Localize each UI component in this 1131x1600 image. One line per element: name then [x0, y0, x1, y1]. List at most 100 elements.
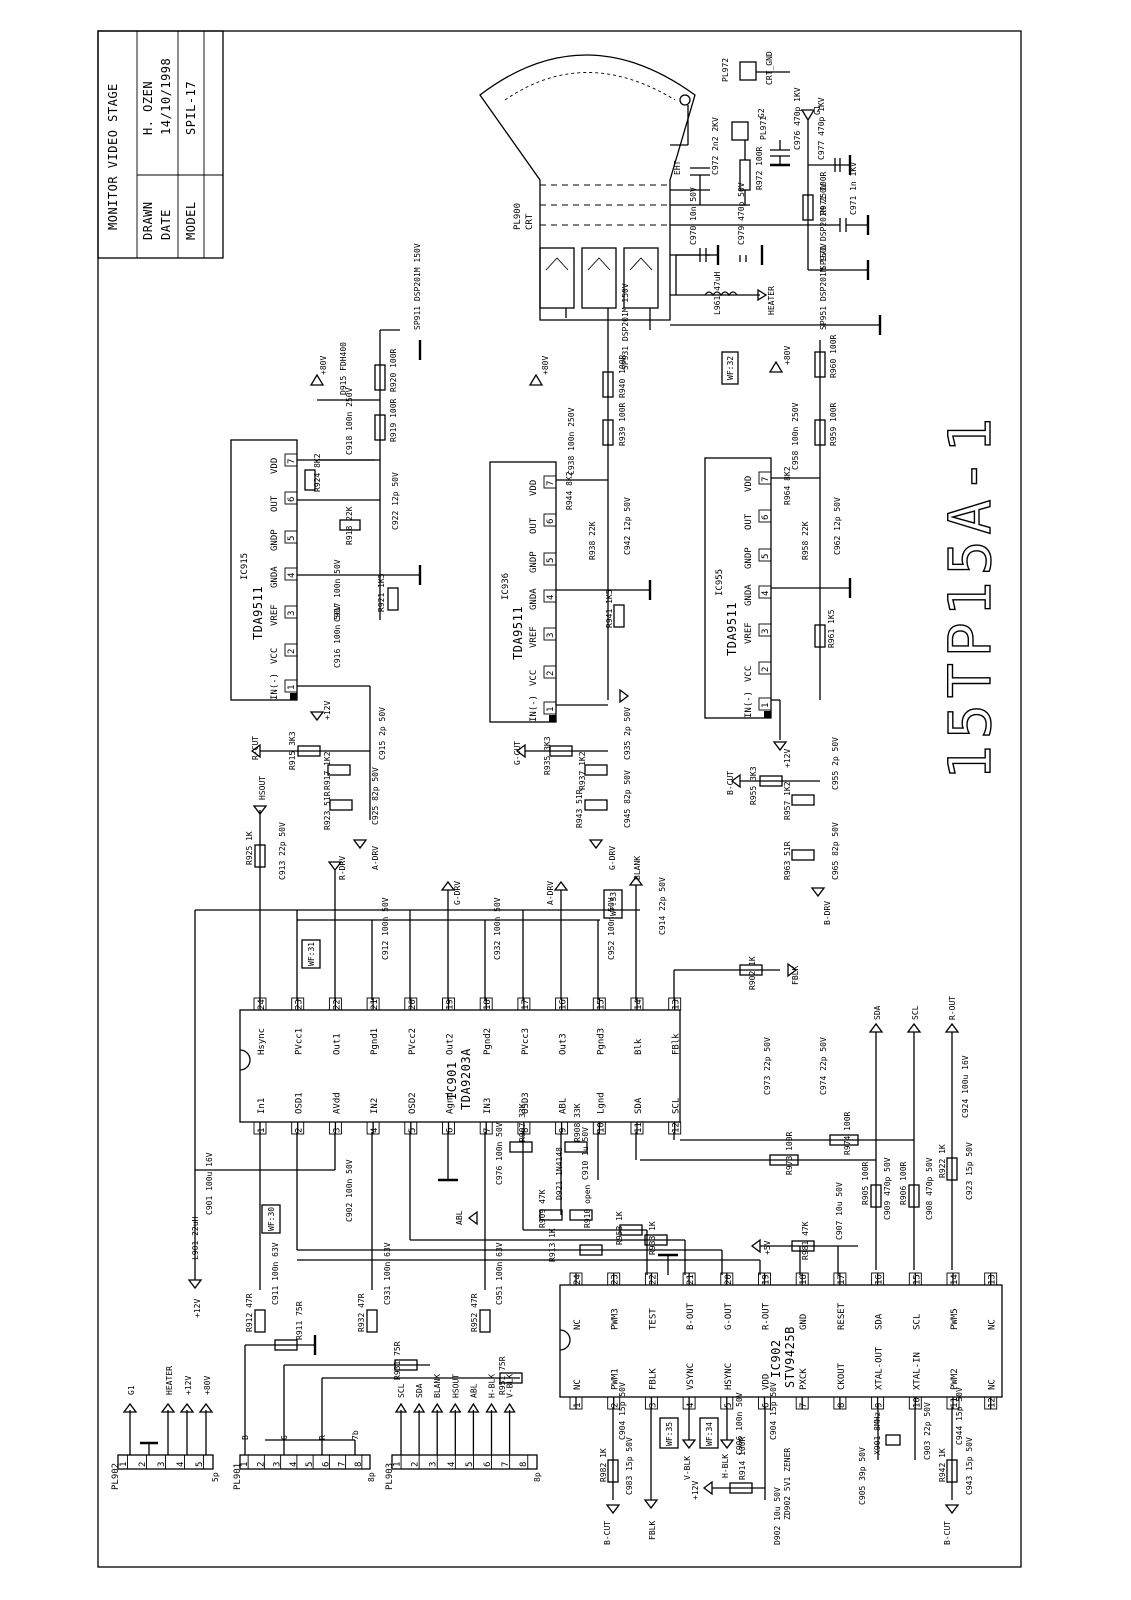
connector-pin-number: 5 [195, 1462, 205, 1467]
amp-pin-name: OUT [529, 517, 539, 534]
pl903-signal-arrow [431, 1402, 444, 1413]
ic901-pin-number: 6 [446, 1128, 456, 1133]
connector-pin-number: 4 [447, 1462, 457, 1467]
sheet-border [97, 30, 1022, 1568]
ic902-pin-number: 7 [799, 1403, 809, 1408]
ic901-pin-number: 13 [672, 999, 682, 1010]
amp-pin-number: 4 [761, 591, 771, 596]
amp-pin-name: GNDP [744, 547, 754, 569]
ic901-pin-name: AVdd [332, 1092, 342, 1114]
amp-pin-number: 2 [546, 671, 556, 676]
ic901-pin-number: 8 [521, 1128, 531, 1133]
amp-pin-name: GNDA [270, 566, 280, 588]
c935-label: C935 2p 50V [623, 707, 632, 760]
r919-label: R919 100R [389, 398, 398, 442]
c983-label: C983 15p 50V [625, 1437, 634, 1495]
r963-label: R963 51R [783, 841, 792, 880]
ic901-pin-number: 17 [521, 999, 531, 1010]
amp-pin-number: 6 [546, 519, 556, 524]
r905-label: R905 100R [861, 1161, 870, 1205]
amp-pin-name: OUT [744, 513, 754, 530]
heater-label: HEATER [767, 286, 776, 315]
ic902-pin-number: 1 [573, 1403, 583, 1408]
c915-label: C915 2p 50V [378, 707, 387, 760]
c903-label: C903 22p 50V [923, 1402, 932, 1460]
ic902-pin-number: 14 [950, 1274, 960, 1285]
model-value: SPIL-17 [184, 81, 198, 135]
ic901-part: TDA9203A [459, 1048, 473, 1110]
amp-ic955: IC955 TDA9511 1IN(-)2VCC3VREF4GNDA5GNDP6… [704, 457, 772, 719]
l961-label: L961 47uH [713, 271, 722, 315]
ic901-pin-number: 23 [295, 999, 305, 1010]
ic902-pin-name: SCL [912, 1314, 922, 1330]
sp911-label: SP911 DSP201M 150V [413, 243, 422, 330]
ic901-pin-name: OSD3 [521, 1092, 531, 1114]
ic902-pin-number: 17 [837, 1274, 847, 1285]
r932-label: R932 47R [357, 1293, 366, 1332]
amp-pin-name: VREF [529, 626, 539, 648]
c905-label: C905 39p 50V [858, 1447, 867, 1505]
c944-label: C944 15p 50V [955, 1387, 964, 1445]
ic901: IC901 TDA9203A 1In12OSD13AVdd4IN25OSD26A… [239, 997, 682, 1135]
ic902-pin-name: NC [573, 1319, 583, 1330]
ic902-pin-name: RESET [837, 1302, 847, 1330]
ic902-pin-number: 10 [912, 1397, 922, 1408]
sp931-label: SP931 DSP201M 150V [621, 283, 630, 370]
pl972-label: PL972 [721, 58, 730, 82]
c916-label: C916 100n 50V [333, 605, 342, 668]
r911-label: R911 75R [295, 1301, 304, 1340]
ic902-pin-number: 16 [875, 1274, 885, 1285]
connector-pin-number: 5 [305, 1462, 315, 1467]
ic902: IC902 STV9425B 24NC23PWM322TEST21B-OUT20… [559, 1272, 1003, 1410]
pl901-sig-b: B [241, 1435, 250, 1440]
r958-label: R958 22K [801, 521, 810, 560]
wf32-label: WF:32 [726, 356, 735, 380]
ic902-pin-number: 3 [648, 1403, 658, 1408]
ic902-pin-number: 21 [686, 1274, 696, 1285]
connector-pin-number: 7 [501, 1462, 511, 1467]
hblk-label-ic902: H-BLK [721, 1454, 730, 1478]
ic902-pin-name: NC [988, 1319, 998, 1330]
scl-label-top: SCL [911, 1005, 920, 1020]
amp-pin-name: VDD [529, 480, 539, 496]
c958-label: C958 100n 250V [791, 402, 800, 470]
ic936-part: TDA9511 [511, 606, 525, 660]
g2-label: G2 [757, 108, 766, 118]
connector-pin-number: 8 [354, 1462, 364, 1467]
v5-label: +5V [763, 1240, 772, 1255]
ic901-pin-number: 1 [257, 1128, 267, 1133]
amp-pin-number: 5 [287, 536, 297, 541]
ic901-pin-name: Blk [634, 1038, 644, 1055]
ic901-pin-number: 20 [408, 999, 418, 1010]
connector-pin-number: 6 [321, 1462, 331, 1467]
r971-label: R971 100R [819, 171, 828, 215]
r944-label: R944 8K2 [565, 471, 574, 510]
ic902-pin-name: CKOUT [837, 1362, 847, 1390]
amp-pin-number: 7 [287, 459, 297, 464]
crt-ref: PL900 [513, 203, 523, 230]
d902-label: D902 10u 50V [773, 1487, 782, 1545]
connector-pin-number: 6 [483, 1462, 493, 1467]
pl903-signal-arrow [485, 1402, 498, 1413]
r906-label: R906 100R [899, 1161, 908, 1205]
pl903-signal-arrow [503, 1402, 516, 1413]
ic902-pin-number: 18 [799, 1274, 809, 1285]
c911-label: C911 100n 63V [271, 1242, 280, 1305]
title-block: MONITOR VIDEO STAGE DRAWN H. OZEN DATE 1… [97, 30, 224, 259]
amp-pin-number: 5 [546, 558, 556, 563]
c902-label: C902 100n 50V [345, 1159, 354, 1222]
ic902-pin-name: TEST [648, 1308, 658, 1330]
amp-pin-number: 7 [546, 481, 556, 486]
pl902-sig-g1: G1 [127, 1385, 136, 1395]
r923-label: R923 51R [323, 791, 332, 830]
ic902-pin-name: HSYNC [724, 1363, 734, 1390]
adrv-label: A-DRV [546, 881, 555, 905]
amp-b-wiring: R960 100R R959 100R +80V C958 100n 250V … [768, 334, 852, 768]
r902-label: R902 1K [748, 956, 757, 990]
r961-label: R961 1K5 [827, 609, 836, 648]
r909-label: R909 47K [538, 1189, 547, 1228]
amp-pin-name: GNDP [529, 551, 539, 573]
c972-label: C972 2n2 2KV [711, 117, 720, 175]
c925-label: C925 82p 50V [371, 767, 380, 825]
